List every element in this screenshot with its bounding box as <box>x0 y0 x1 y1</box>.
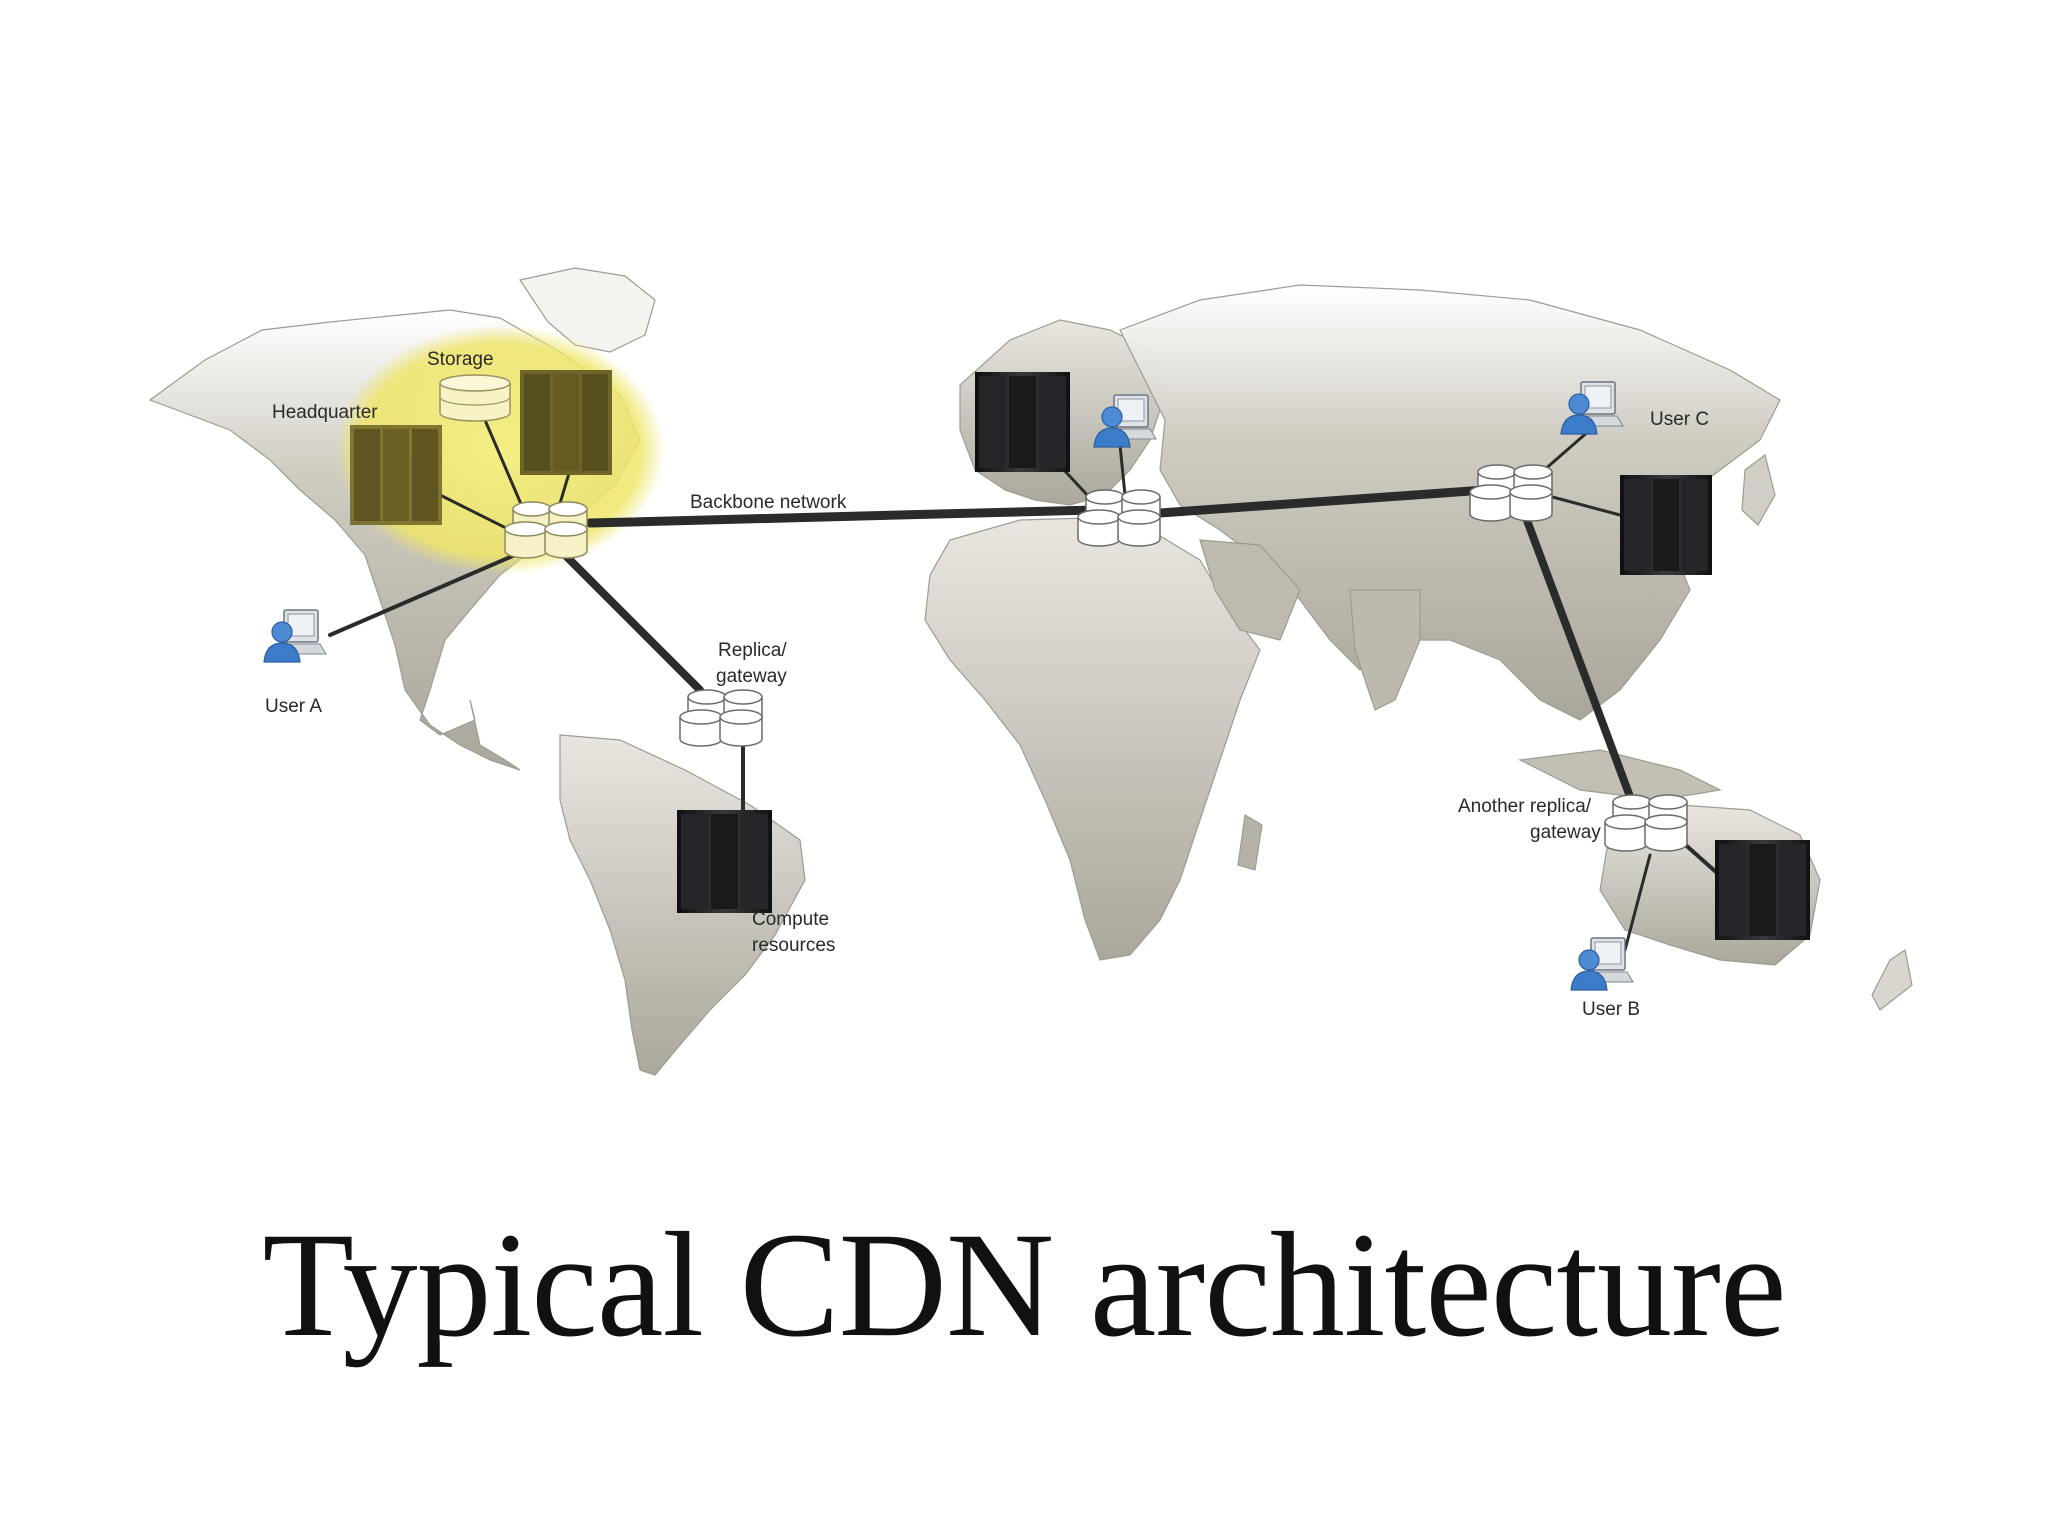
server-rack-icon <box>520 370 612 475</box>
label-user-c: User C <box>1650 409 1709 430</box>
database-cylinder-icon <box>1117 509 1161 547</box>
label-compute-line2: resources <box>752 935 835 956</box>
label-backbone-network: Backbone network <box>690 492 847 513</box>
link-europe-user <box>1118 443 1127 497</box>
label-replica-line2: gateway <box>716 666 787 687</box>
label-another-replica-line1: Another replica/ <box>1458 796 1592 817</box>
database-cylinder-icon <box>544 521 588 559</box>
database-cylinder-icon <box>1469 484 1513 522</box>
database-cylinder-icon <box>1077 509 1121 547</box>
gateway-cluster-australia <box>1604 794 1688 852</box>
gateway-cluster-replica <box>679 689 763 747</box>
link-hq-user-a <box>328 553 517 637</box>
server-rack-icon <box>1620 475 1712 575</box>
database-cylinder-icon <box>1509 484 1553 522</box>
storage-database-icon <box>439 374 511 422</box>
land-japan <box>1741 453 1776 526</box>
label-another-replica-line2: gateway <box>1530 822 1601 843</box>
database-cylinder-icon <box>1644 814 1688 852</box>
server-rack-icon <box>350 425 442 525</box>
label-headquarter: Headquarter <box>272 402 378 423</box>
link-australia-user-b <box>1623 853 1652 952</box>
label-replica-line1: Replica/ <box>718 640 787 661</box>
slide-title: Typical CDN architecture <box>262 1202 1786 1368</box>
database-cylinder-icon <box>719 709 763 747</box>
land-india <box>1349 589 1421 711</box>
gateway-cluster-asia <box>1469 464 1553 522</box>
gateway-cluster-hq <box>504 501 588 559</box>
land-arabia <box>1199 539 1301 641</box>
backbone-link-asia-australia <box>1521 511 1639 814</box>
server-rack-icon <box>677 810 772 913</box>
backbone-link-europe-asia <box>1155 485 1490 518</box>
land-africa <box>924 517 1261 961</box>
gateway-cluster-europe <box>1077 489 1161 547</box>
users <box>263 381 1634 991</box>
server-rack-icon <box>975 372 1070 472</box>
database-cylinder-icon <box>1604 814 1648 852</box>
database-cylinder-icon <box>679 709 723 747</box>
server-rack-icon <box>1715 840 1810 940</box>
backbone-link-hq-replica <box>561 551 704 694</box>
label-user-b: User B <box>1582 999 1640 1020</box>
backbone-link-hq-europe <box>585 505 1100 528</box>
user-workstation-icon <box>1093 394 1157 448</box>
gateway-clusters <box>504 464 1688 852</box>
link-hq-server-left <box>438 493 512 532</box>
label-compute-line1: Compute <box>752 909 829 930</box>
network-links <box>328 418 1727 952</box>
land-madagascar <box>1237 814 1263 871</box>
label-user-a: User A <box>265 696 322 717</box>
land-new-zealand <box>1871 949 1913 1011</box>
land-greenland <box>519 267 656 353</box>
link-asia-server <box>1543 493 1622 517</box>
database-cylinder-icon <box>504 521 548 559</box>
label-storage: Storage <box>427 349 494 370</box>
user-workstation-icon <box>263 609 327 663</box>
user-workstation-icon <box>1570 937 1634 991</box>
user-workstation-icon <box>1560 381 1624 435</box>
